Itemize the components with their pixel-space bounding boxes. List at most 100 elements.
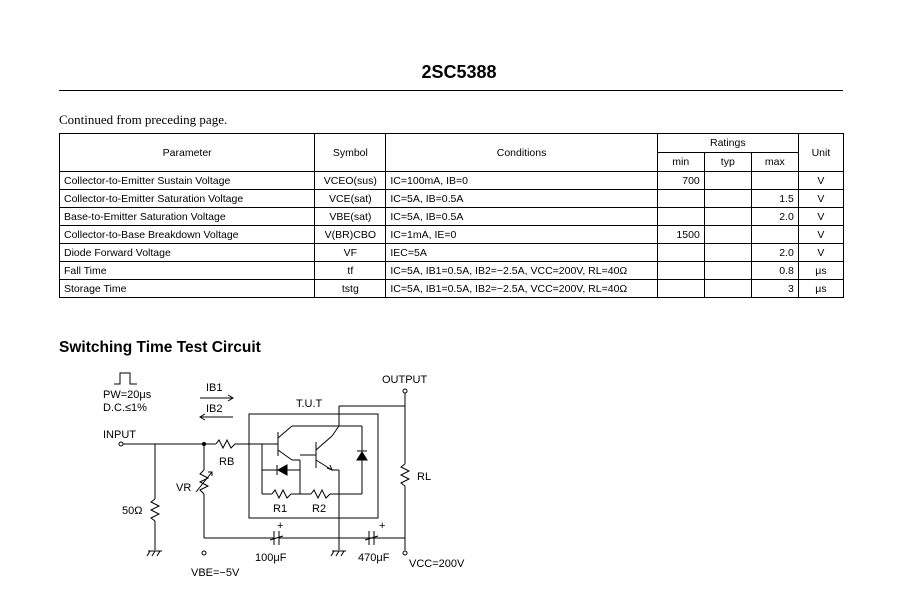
cell-conditions: IEC=5A xyxy=(385,243,658,262)
header-max: max xyxy=(750,152,799,172)
cell-conditions: IC=5A, IB=0.5A xyxy=(385,189,658,208)
svg-text:+: + xyxy=(379,520,385,532)
cell-symbol: tf xyxy=(314,261,387,280)
resistor-rl xyxy=(399,463,411,487)
section-title: Switching Time Test Circuit xyxy=(59,339,261,356)
variable-resistor-vr xyxy=(198,469,210,495)
cell-typ xyxy=(703,189,752,208)
cell-unit: V xyxy=(797,189,845,208)
input-label: INPUT xyxy=(103,429,136,441)
cell-min xyxy=(656,189,705,208)
cell-conditions: IC=5A, IB=0.5A xyxy=(385,207,658,226)
r1-label: R1 xyxy=(273,503,287,515)
cell-conditions: IC=100mA, IB=0 xyxy=(385,171,658,190)
r2-label: R2 xyxy=(312,503,326,515)
cell-parameter: Storage Time xyxy=(58,279,316,298)
cell-min: 700 xyxy=(656,171,705,190)
cell-typ xyxy=(703,171,752,190)
header-parameter: Parameter xyxy=(58,133,316,172)
cell-typ xyxy=(703,261,752,280)
title-divider xyxy=(59,90,843,91)
cell-min xyxy=(656,261,705,280)
cell-symbol: VF xyxy=(314,243,387,262)
cell-symbol: V(BR)CBO xyxy=(314,225,387,244)
resistor-50-ohm xyxy=(149,498,161,522)
output-terminal xyxy=(402,388,408,394)
cell-unit: V xyxy=(797,225,845,244)
svg-text:+: + xyxy=(277,520,283,532)
cell-unit: V xyxy=(797,243,845,262)
cell-parameter: Collector-to-Base Breakdown Voltage xyxy=(58,225,316,244)
switching-time-test-circuit: PW=20μs D.C.≤1% IB1 IB2 INPUT 50Ω VR VBE… xyxy=(103,372,465,579)
cell-typ xyxy=(703,225,752,244)
resistor-rb xyxy=(215,438,238,450)
cell-parameter: Diode Forward Voltage xyxy=(58,243,316,262)
pulse-width-label: PW=20μs xyxy=(103,389,152,401)
damper-diode-icon xyxy=(356,451,368,461)
vcc-label: VCC=200V xyxy=(409,558,465,570)
ib2-label: IB2 xyxy=(206,403,223,415)
cell-min: 1500 xyxy=(656,225,705,244)
pulse-waveform-icon xyxy=(114,372,137,385)
cell-symbol: tstg xyxy=(314,279,387,298)
cell-min xyxy=(656,279,705,298)
input-terminal xyxy=(118,441,124,447)
cell-max: 3 xyxy=(750,279,799,298)
cap2-label: 470μF xyxy=(358,552,390,564)
r50-label: 50Ω xyxy=(122,505,142,517)
header-min: min xyxy=(656,152,705,172)
cap1-label: 100μF xyxy=(255,552,287,564)
cell-max: 2.0 xyxy=(750,243,799,262)
cell-symbol: VCE(sat) xyxy=(314,189,387,208)
cell-min xyxy=(656,207,705,226)
diode-be-icon xyxy=(276,464,288,476)
resistor-r2 xyxy=(310,488,331,500)
cell-conditions: IC=1mA, IE=0 xyxy=(385,225,658,244)
output-label: OUTPUT xyxy=(382,374,428,386)
cell-unit: V xyxy=(797,207,845,226)
cell-max xyxy=(750,225,799,244)
continued-note: Continued from preceding page. xyxy=(59,112,228,127)
vbe-label: VBE=−5V xyxy=(191,567,240,579)
header-conditions: Conditions xyxy=(385,133,658,172)
cell-symbol: VCEO(sus) xyxy=(314,171,387,190)
cell-max: 2.0 xyxy=(750,207,799,226)
rb-label: RB xyxy=(219,456,234,468)
header-symbol: Symbol xyxy=(314,133,387,172)
resistor-r1 xyxy=(271,488,292,500)
cell-conditions: IC=5A, IB1=0.5A, IB2=−2.5A, VCC=200V, RL… xyxy=(385,261,658,280)
cell-typ xyxy=(703,207,752,226)
cell-max: 0.8 xyxy=(750,261,799,280)
cell-unit: V xyxy=(797,171,845,190)
cell-parameter: Fall Time xyxy=(58,261,316,280)
cell-symbol: VBE(sat) xyxy=(314,207,387,226)
cell-min xyxy=(656,243,705,262)
cell-typ xyxy=(703,243,752,262)
header-ratings: Ratings xyxy=(656,133,799,153)
cell-unit: μs xyxy=(797,261,845,280)
cell-conditions: IC=5A, IB1=0.5A, IB2=−2.5A, VCC=200V, RL… xyxy=(385,279,658,298)
cell-parameter: Base-to-Emitter Saturation Voltage xyxy=(58,207,316,226)
cell-max: 1.5 xyxy=(750,189,799,208)
vbe-terminal xyxy=(201,550,207,556)
cell-typ xyxy=(703,279,752,298)
cell-unit: μs xyxy=(797,279,845,298)
vr-label: VR xyxy=(176,482,191,494)
rl-label: RL xyxy=(417,471,431,483)
cell-max xyxy=(750,171,799,190)
header-unit: Unit xyxy=(797,133,845,172)
page-title: 2SC5388 xyxy=(421,62,497,82)
ib1-label: IB1 xyxy=(206,382,223,394)
cell-parameter: Collector-to-Emitter Saturation Voltage xyxy=(58,189,316,208)
vcc-terminal xyxy=(402,550,408,556)
duty-cycle-label: D.C.≤1% xyxy=(103,402,147,414)
tut-package-outline xyxy=(248,413,379,519)
header-typ: typ xyxy=(703,152,752,172)
electrical-characteristics-table: Parameter Symbol Conditions Ratings Unit… xyxy=(58,133,845,298)
